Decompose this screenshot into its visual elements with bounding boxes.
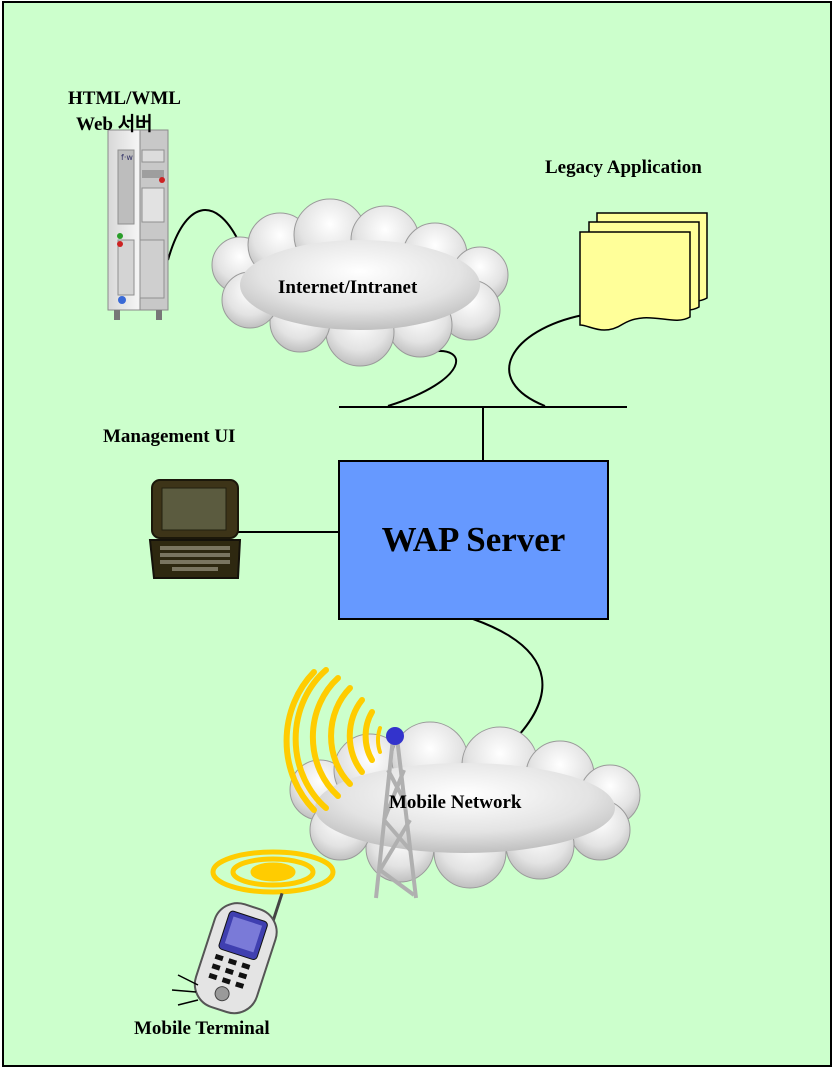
- web-server-label: HTML/WML Web 서버: [68, 86, 181, 138]
- laptop-icon: [148, 479, 242, 579]
- web-server-tower-icon: f·w: [107, 129, 169, 320]
- web-server-label-line1: HTML/WML: [68, 88, 181, 109]
- radio-waves-icon: [283, 667, 382, 813]
- legacy-application-label: Legacy Application: [545, 157, 702, 178]
- web-server-label-line2: Web 서버: [76, 114, 153, 135]
- cloud-to-bus-link: [387, 350, 458, 407]
- antenna-tip-icon: [386, 727, 404, 745]
- phone-signal-icon: [210, 849, 336, 895]
- management-ui-label: Management UI: [103, 426, 236, 447]
- mobile-phone-icon: [193, 892, 284, 1015]
- wap-server-label: WAP Server: [381, 520, 566, 559]
- wap-server-box: [338, 460, 609, 620]
- legacy-documents-icon: [579, 212, 708, 331]
- server-to-cloud-link: [167, 209, 239, 261]
- svg-text:f·w: f·w: [121, 153, 133, 162]
- ringing-lines-icon: [171, 974, 199, 1006]
- mobile-network-label: Mobile Network: [389, 792, 522, 813]
- mobile-terminal-label: Mobile Terminal: [134, 1018, 270, 1039]
- internet-cloud-icon: [211, 198, 509, 367]
- antenna-tower-icon: [374, 737, 418, 899]
- internet-label: Internet/Intranet: [278, 277, 418, 298]
- legacy-to-bus-link: [508, 314, 584, 407]
